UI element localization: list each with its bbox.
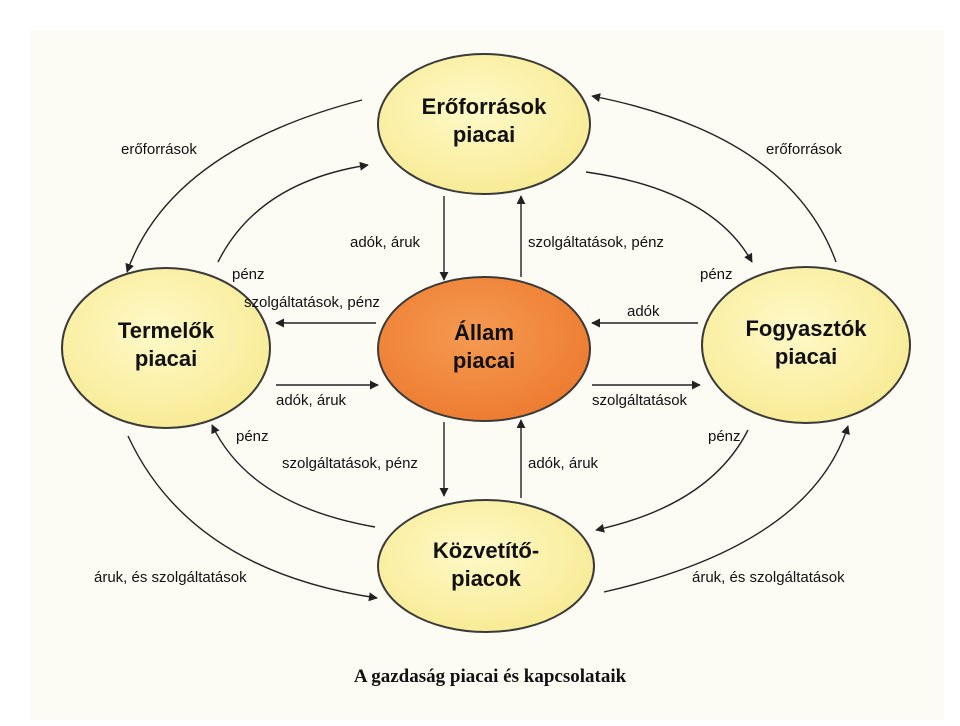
node-kozvetito: Közvetítő- piacok [377, 499, 595, 633]
label-allam-to-termelok: szolgáltatások, pénz [244, 294, 380, 311]
arc-inner-bottom-left [211, 424, 376, 528]
node-termelok: Termelők piacai [61, 267, 271, 429]
node-allam-subtitle: piacai [453, 348, 515, 373]
label-bottom-up: adók, áruk [528, 455, 599, 472]
arc-outer-top-right [591, 93, 837, 263]
label-right-inner-top: pénz [700, 266, 733, 283]
label-termelok-to-allam: adók, áruk [276, 392, 347, 409]
node-kozvetito-subtitle: piacok [451, 566, 521, 591]
label-right-outer-top: erőforrások [766, 141, 842, 158]
label-left-outer-top: erőforrások [121, 141, 197, 158]
arc-inner-top-right [585, 171, 753, 263]
arc-outer-bottom-right [603, 425, 850, 593]
label-fogyasztok-to-allam: adók [627, 303, 660, 320]
label-right-outer-bottom: áruk, és szolgáltatások [692, 569, 845, 586]
arc-outer-bottom-left [127, 435, 378, 602]
node-fogyasztok: Fogyasztók piacai [701, 266, 911, 424]
node-termelok-subtitle: piacai [135, 346, 197, 371]
node-termelok-title: Termelők [118, 318, 215, 343]
label-allam-to-fogyasztok: szolgáltatások [592, 392, 688, 409]
node-kozvetito-title: Közvetítő- [433, 538, 539, 563]
label-bottom-down: szolgáltatások, pénz [282, 455, 418, 472]
node-eroforrasok-subtitle: piacai [453, 122, 515, 147]
arc-inner-top-left [217, 161, 369, 263]
node-fogyasztok-subtitle: piacai [775, 344, 837, 369]
diagram-caption: A gazdaság piacai és kapcsolataik [354, 666, 627, 687]
label-left-outer-bottom: áruk, és szolgáltatások [94, 569, 247, 586]
node-eroforrasok: Erőforrások piacai [377, 53, 591, 195]
node-fogyasztok-title: Fogyasztók [745, 316, 867, 341]
node-allam-title: Állam [454, 320, 514, 345]
node-eroforrasok-title: Erőforrások [422, 94, 547, 119]
arc-outer-top-left [125, 99, 363, 273]
label-top-down: adók, áruk [350, 234, 421, 251]
label-left-inner-top: pénz [232, 266, 265, 283]
label-top-up: szolgáltatások, pénz [528, 234, 664, 251]
node-allam: Állam piacai [377, 276, 591, 422]
arc-inner-bottom-right [595, 429, 749, 533]
label-left-inner-bottom: pénz [236, 428, 269, 445]
label-right-inner-bottom: pénz [708, 428, 741, 445]
